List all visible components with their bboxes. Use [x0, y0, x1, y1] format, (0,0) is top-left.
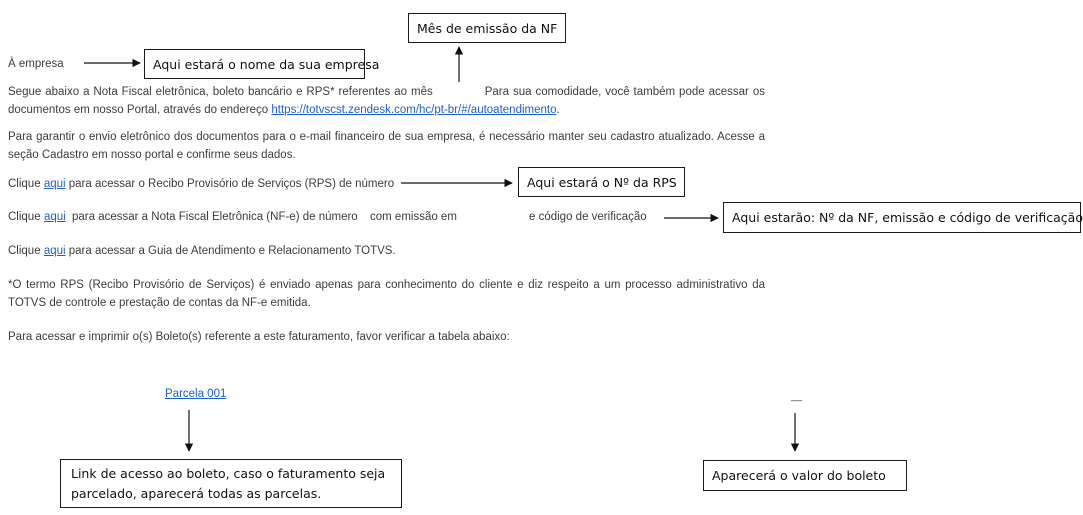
guide-line: Clique aqui para acessar a Guia de Atend…	[8, 244, 396, 258]
nfe-verification-text: e código de verificação	[529, 211, 647, 223]
cadastro-paragraph: Para garantir o envio eletrônico dos doc…	[8, 131, 765, 161]
company-name-callout: Aqui estará o nome da sua empresa	[144, 49, 379, 79]
boleto-value-callout: Aparecerá o valor do boleto	[703, 460, 907, 491]
nfe-link[interactable]: aqui	[44, 211, 66, 223]
nfe-line-prefix: Clique	[8, 211, 41, 223]
installment-link[interactable]: Parcela 001	[165, 388, 227, 400]
greeting-text: À empresa	[8, 58, 64, 70]
nf-details-callout: Aqui estarão: Nº da NF, emissão e código…	[723, 202, 1083, 233]
rps-note: *O termo RPS (Recibo Provisório de Servi…	[8, 279, 765, 309]
month-callout: Mês de emissão da NF	[408, 13, 566, 43]
intro-text-part1: Segue abaixo a Nota Fiscal eletrônica, b…	[8, 86, 433, 98]
rps-line-prefix: Clique	[8, 178, 41, 190]
rps-line: Clique aqui para acessar o Recibo Provis…	[8, 177, 394, 191]
nfe-line-text: para acessar a Nota Fiscal Eletrônica (N…	[72, 211, 358, 223]
guide-link[interactable]: aqui	[43, 245, 66, 257]
rps-link[interactable]: aqui	[43, 178, 66, 190]
boleto-intro: Para acessar e imprimir o(s) Boleto(s) r…	[8, 331, 510, 343]
intro-text-part2: Para sua comodidade, você também pode ac…	[8, 86, 765, 116]
intro-text-end: .	[556, 103, 560, 116]
rps-number-callout: Aqui estará o Nº da RPS	[518, 167, 685, 197]
nfe-emission-text: com emissão em	[370, 211, 457, 223]
intro-paragraph: Segue abaixo a Nota Fiscal eletrônica, b…	[8, 84, 765, 119]
guide-line-prefix: Clique	[8, 245, 41, 257]
rps-line-text: para acessar o Recibo Provisório de Serv…	[68, 178, 395, 190]
boleto-link-callout: Link de acesso ao boleto, caso o faturam…	[60, 459, 402, 508]
portal-link[interactable]: https://totvscst.zendesk.com/hc/pt-br/#/…	[271, 103, 557, 116]
boleto-value-placeholder: __	[791, 391, 803, 402]
guide-line-text: para acessar a Guia de Atendimento e Rel…	[68, 245, 396, 257]
